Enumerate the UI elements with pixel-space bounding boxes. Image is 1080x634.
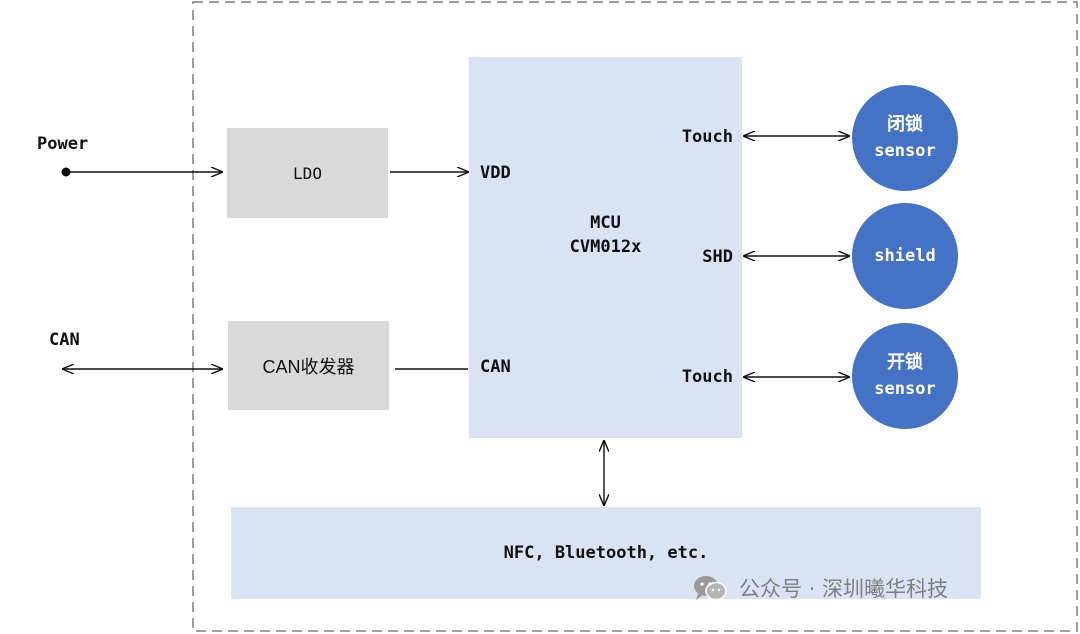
close-lock-cn-label: 闭锁 xyxy=(887,114,923,135)
pin-shd: SHD xyxy=(702,247,733,267)
close-lock-en-label: sensor xyxy=(874,141,936,161)
system-boundary xyxy=(192,1,1078,632)
watermark: 公众号 · 深圳曦华科技 xyxy=(693,573,948,603)
can-transceiver-label: CAN收发器 xyxy=(262,356,355,377)
pin-touch-bottom: Touch xyxy=(681,367,733,387)
mcu-title: MCU CVM012x xyxy=(469,211,742,259)
pin-vdd: VDD xyxy=(480,163,511,183)
pin-can: CAN xyxy=(480,357,511,377)
open-lock-cn-label: 开锁 xyxy=(887,352,923,373)
pin-touch-top: Touch xyxy=(681,127,733,147)
mcu-name: MCU xyxy=(590,213,621,233)
open-lock-en-label: sensor xyxy=(874,379,936,399)
power-label: Power xyxy=(37,134,89,154)
ldo-block: LDO xyxy=(227,128,388,218)
close-lock-sensor: 闭锁 sensor xyxy=(852,85,958,191)
wireless-label: NFC, Bluetooth, etc. xyxy=(503,543,709,563)
watermark-text: 公众号 · 深圳曦华科技 xyxy=(739,577,949,601)
mcu-model: CVM012x xyxy=(569,237,642,257)
ldo-label: LDO xyxy=(293,163,322,183)
shield-label: shield xyxy=(874,246,936,266)
wechat-icon xyxy=(693,575,727,601)
can-transceiver-block: CAN收发器 xyxy=(228,321,389,410)
can-input-label: CAN xyxy=(49,330,80,350)
open-lock-sensor: 开锁 sensor xyxy=(852,323,958,429)
wireless-block: NFC, Bluetooth, etc. xyxy=(231,507,981,599)
shield-sensor: shield xyxy=(852,203,958,309)
mcu-block: MCU CVM012x VDD CAN Touch SHD Touch xyxy=(469,57,742,438)
